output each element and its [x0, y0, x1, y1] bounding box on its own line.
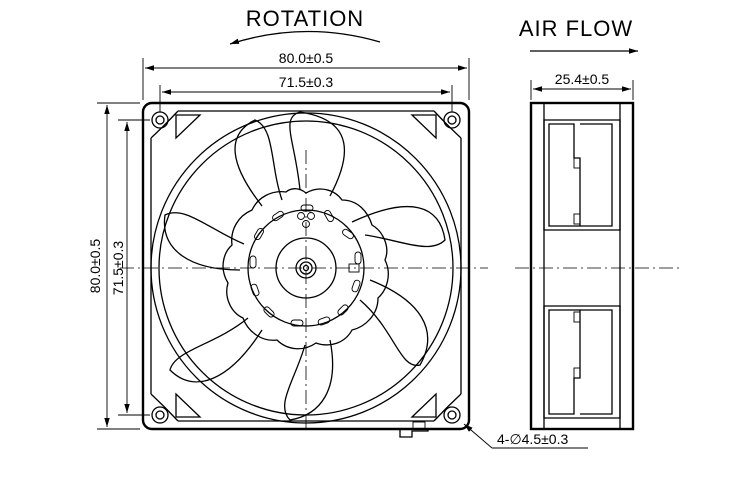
corner-ribs	[175, 114, 437, 418]
fan-blades	[163, 111, 446, 421]
dimension-frame-width: 80.0±0.5	[142, 50, 470, 100]
dimension-mounting-holes: 4-∅4.5±0.3	[463, 423, 588, 449]
hole-spacing-vertical-label: 71.5±0.3	[110, 241, 126, 296]
mounting-holes	[151, 111, 461, 424]
frame-height-label: 80.0±0.5	[87, 239, 103, 294]
depth-label: 25.4±0.5	[555, 71, 610, 87]
cable-exit-tab	[399, 429, 429, 438]
corner-pads	[150, 110, 462, 422]
dimension-hole-spacing-vertical: 71.5±0.3	[110, 119, 150, 416]
front-view	[120, 101, 488, 438]
mounting-holes-label: 4-∅4.5±0.3	[497, 431, 568, 447]
rotation-label: ROTATION	[246, 6, 364, 31]
rotation-arrow	[229, 30, 381, 45]
airflow-label: AIR FLOW	[519, 16, 633, 41]
side-view	[515, 101, 680, 431]
dimension-frame-height: 80.0±0.5	[87, 102, 140, 430]
dimension-depth: 25.4±0.5	[530, 71, 634, 100]
fan-frame-outline	[141, 101, 471, 431]
hole-spacing-horizontal-label: 71.5±0.3	[279, 74, 334, 90]
dimension-hole-spacing-horizontal: 71.5±0.3	[159, 74, 453, 112]
frame-width-label: 80.0±0.5	[279, 50, 334, 66]
